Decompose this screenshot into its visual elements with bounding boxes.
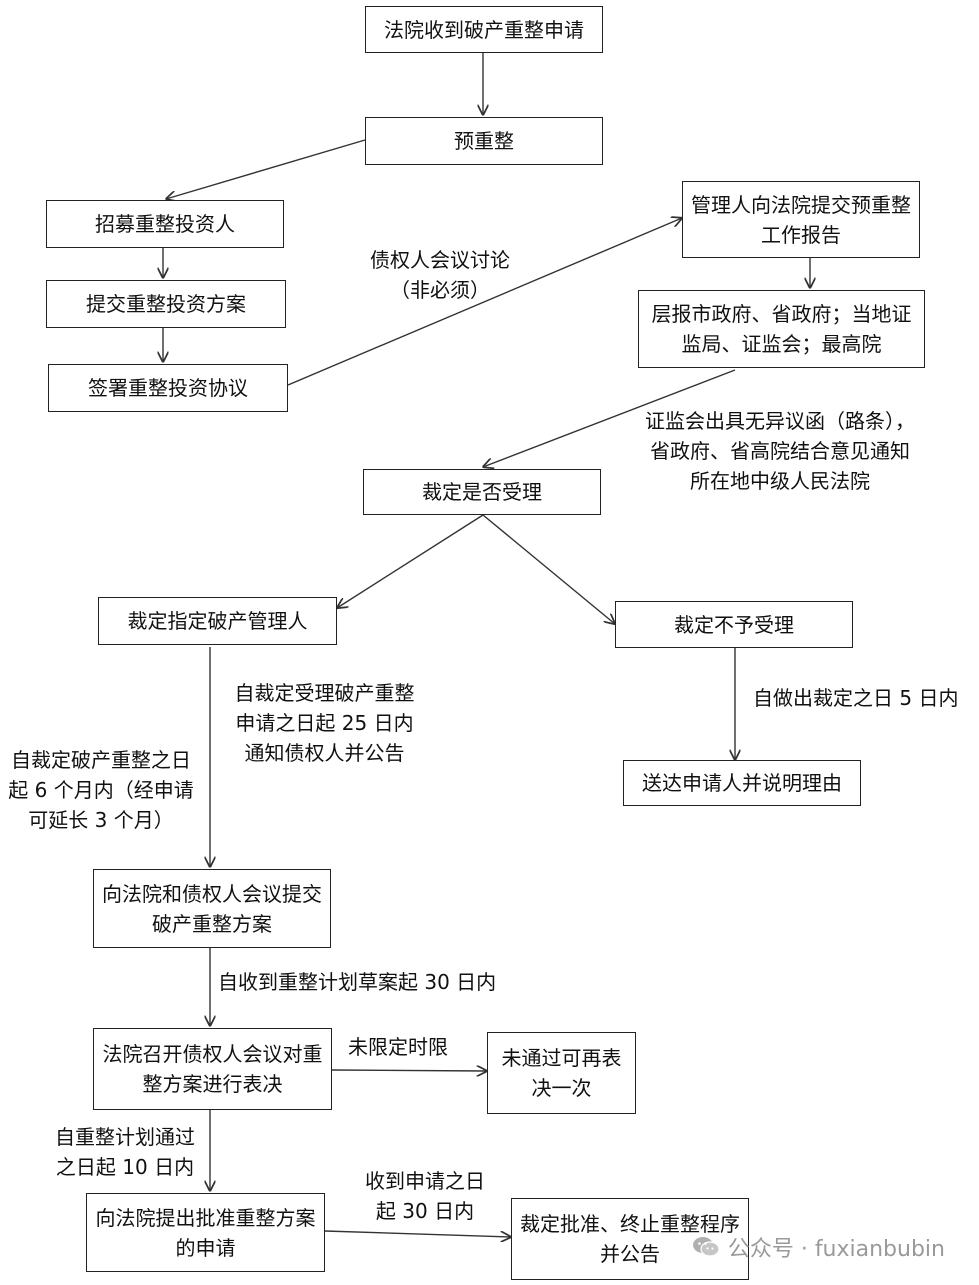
label-creditor-discussion: 债权人会议讨论 （非必须） <box>370 248 510 302</box>
node-report-upward: 层报市政府、省政府；当地证监局、证监会；最高院 <box>638 290 925 368</box>
label-csrc-opinion: 证监会出具无异议函（路条）， 省政府、省高院结合意见通知 所在地中级人民法院 <box>645 409 915 493</box>
node-revote: 未通过可再表决一次 <box>487 1032 636 1114</box>
arrow-ruling-to-reject <box>482 514 615 624</box>
label-thirty-days-application: 收到申请之日 起 30 日内 <box>365 1169 485 1223</box>
node-receive-application: 法院收到破产重整申请 <box>365 6 603 53</box>
wechat-icon <box>692 1237 720 1257</box>
node-court-vote: 法院召开债权人会议对重整方案进行表决 <box>93 1028 332 1110</box>
watermark-account: fuxianbubin <box>814 1237 945 1262</box>
node-deliver-reason: 送达申请人并说明理由 <box>623 760 861 806</box>
node-submit-investment-plan: 提交重整投资方案 <box>46 280 286 328</box>
node-ruling-accept: 裁定是否受理 <box>363 469 601 515</box>
node-sign-investment-agreement: 签署重整投资协议 <box>48 364 288 412</box>
arrow-sign-to-report <box>287 218 682 386</box>
label-six-months: 自裁定破产重整之日 起 6 个月内（经申请 可延长 3 个月） <box>8 748 194 832</box>
node-appoint-manager: 裁定指定破产管理人 <box>98 597 337 645</box>
arrow-pre-to-recruit <box>166 139 366 199</box>
node-ruling-reject: 裁定不予受理 <box>615 601 853 648</box>
watermark-prefix: 公众号 · <box>727 1237 815 1262</box>
label-no-time-limit: 未限定时限 <box>348 1035 448 1059</box>
watermark: 公众号 · fuxianbubin <box>692 1231 945 1263</box>
arrow-ruling-to-appoint <box>337 514 484 608</box>
node-recruit-investors: 招募重整投资人 <box>46 200 284 248</box>
watermark-text: 公众号 · fuxianbubin <box>728 1231 945 1263</box>
arrow-vote-to-revote <box>331 1070 487 1071</box>
node-apply-approval: 向法院提出批准重整方案的申请 <box>86 1193 325 1272</box>
node-pre-reorganization: 预重整 <box>365 117 603 165</box>
label-thirty-days-draft: 自收到重整计划草案起 30 日内 <box>218 970 497 994</box>
label-five-days: 自做出裁定之日 5 日内 <box>753 686 959 710</box>
node-manager-report: 管理人向法院提交预重整工作报告 <box>682 181 920 258</box>
label-ten-days: 自重整计划通过 之日起 10 日内 <box>55 1125 195 1179</box>
arrow-upward-to-ruling <box>483 369 736 467</box>
arrow-apply-to-approve <box>324 1230 511 1237</box>
label-notify-25-days: 自裁定受理破产重整 申请之日起 25 日内 通知债权人并公告 <box>234 681 415 765</box>
node-submit-plan: 向法院和债权人会议提交破产重整方案 <box>93 869 331 948</box>
